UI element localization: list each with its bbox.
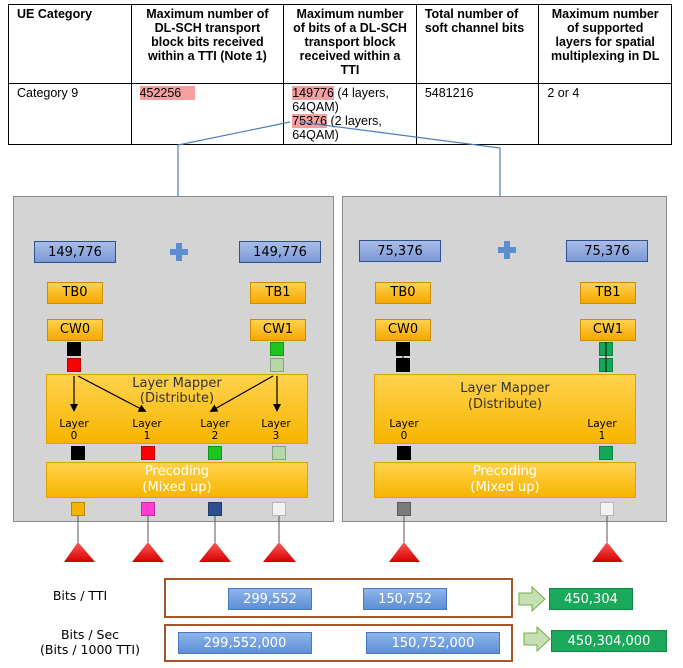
output-navy bbox=[208, 502, 222, 516]
header-max-bits-per-tb: Maximum number of bits of a DL-SCH trans… bbox=[283, 4, 417, 84]
layer3-symbol bbox=[272, 446, 286, 460]
left-mapper-title: Layer Mapper bbox=[132, 376, 222, 391]
header-ue-category: UE Category bbox=[8, 4, 132, 84]
antenna-icon bbox=[263, 542, 296, 562]
output-magenta bbox=[141, 502, 155, 516]
layer1-symbol bbox=[599, 446, 613, 460]
left-precoding-subtitle: (Mixed up) bbox=[142, 480, 212, 495]
symbol-green bbox=[270, 342, 284, 356]
header-max-layers: Maximum number of supported layers for s… bbox=[538, 4, 672, 84]
right-tb1: TB1 bbox=[580, 282, 636, 304]
right-value-a: 75,376 bbox=[359, 240, 441, 262]
bits-tti-total: 450,304 bbox=[549, 588, 633, 610]
cell-max-tb-bits: 452256 bbox=[130, 83, 285, 145]
bits-tti-label: Bits / TTI bbox=[52, 588, 108, 603]
cell-category: Category 9 bbox=[8, 83, 132, 145]
bits-tti-value-a: 299,552 bbox=[228, 588, 312, 610]
antenna-icon bbox=[64, 542, 95, 562]
left-precoding: Precoding (Mixed up) bbox=[46, 462, 308, 498]
bits-tti-frame bbox=[164, 578, 513, 618]
bits-sec-value-a: 299,552,000 bbox=[178, 632, 312, 654]
cell-layers: 2 or 4 bbox=[538, 83, 672, 145]
left-precoding-title: Precoding bbox=[144, 464, 210, 479]
highlight-149776: 149776 bbox=[292, 86, 334, 100]
left-value-b: 149,776 bbox=[239, 241, 321, 263]
header-max-tb-bits: Maximum number of DL-SCH transport block… bbox=[130, 4, 285, 84]
left-tb1: TB1 bbox=[250, 282, 306, 304]
left-mapper-subtitle: (Distribute) bbox=[139, 391, 215, 406]
antenna-icon bbox=[132, 542, 164, 562]
symbol-red bbox=[67, 358, 81, 372]
layer1-symbol bbox=[141, 446, 155, 460]
plus-icon bbox=[498, 241, 516, 259]
right-layer-mapper: Layer Mapper (Distribute) bbox=[374, 374, 636, 444]
bits-sec-label: Bits / Sec (Bits / 1000 TTI) bbox=[30, 627, 150, 657]
bits-tti-value-b: 150,752 bbox=[363, 588, 447, 610]
bits-sec-value-b: 150,752,000 bbox=[366, 632, 500, 654]
antenna-icon bbox=[389, 542, 420, 562]
left-layer-mapper: Layer Mapper (Distribute) bbox=[46, 374, 308, 444]
output-gray bbox=[397, 502, 411, 516]
layer0-symbol bbox=[397, 446, 411, 460]
output-white bbox=[272, 502, 286, 516]
symbol-light-green bbox=[270, 358, 284, 372]
table-header-row: UE Category Maximum number of DL-SCH tra… bbox=[8, 4, 672, 84]
layer2-symbol bbox=[208, 446, 222, 460]
right-mapper-title: Layer Mapper bbox=[460, 381, 550, 396]
right-precoding-subtitle: (Mixed up) bbox=[470, 480, 540, 495]
bits-sec-total: 450,304,000 bbox=[551, 630, 667, 652]
ue-category-table: UE Category Maximum number of DL-SCH tra… bbox=[8, 4, 672, 145]
symbol-black bbox=[67, 342, 81, 356]
left-tb0: TB0 bbox=[47, 282, 103, 304]
note-2-layers: (2 layers, 64QAM) bbox=[292, 114, 382, 142]
left-cw0: CW0 bbox=[47, 319, 103, 341]
right-cw0: CW0 bbox=[375, 319, 431, 341]
bits-sec-label-line1: Bits / Sec bbox=[60, 627, 120, 642]
right-cw1: CW1 bbox=[580, 319, 636, 341]
right-mapper-subtitle: (Distribute) bbox=[467, 397, 543, 412]
left-value-a: 149,776 bbox=[34, 241, 116, 263]
right-value-b: 75,376 bbox=[566, 240, 648, 262]
right-precoding: Precoding (Mixed up) bbox=[374, 462, 636, 498]
cell-soft-bits: 5481216 bbox=[415, 83, 540, 145]
left-cw1: CW1 bbox=[250, 319, 306, 341]
note-4-layers: (4 layers, 64QAM) bbox=[292, 86, 389, 114]
output-yellow bbox=[71, 502, 85, 516]
layer0-symbol bbox=[71, 446, 85, 460]
bits-sec-label-line2: (Bits / 1000 TTI) bbox=[40, 642, 140, 657]
output-white bbox=[600, 502, 614, 516]
arrow-right-icon bbox=[518, 586, 546, 612]
antenna-icon bbox=[592, 542, 623, 562]
arrow-right-icon bbox=[523, 626, 551, 652]
right-precoding-title: Precoding bbox=[472, 464, 538, 479]
right-tb0: TB0 bbox=[375, 282, 431, 304]
connector-right-panel bbox=[299, 121, 501, 212]
antenna-icon bbox=[199, 542, 231, 562]
connector-left-panel bbox=[177, 121, 291, 212]
highlight-max-tb-bits: 452256 bbox=[139, 86, 196, 100]
plus-icon bbox=[170, 243, 188, 261]
